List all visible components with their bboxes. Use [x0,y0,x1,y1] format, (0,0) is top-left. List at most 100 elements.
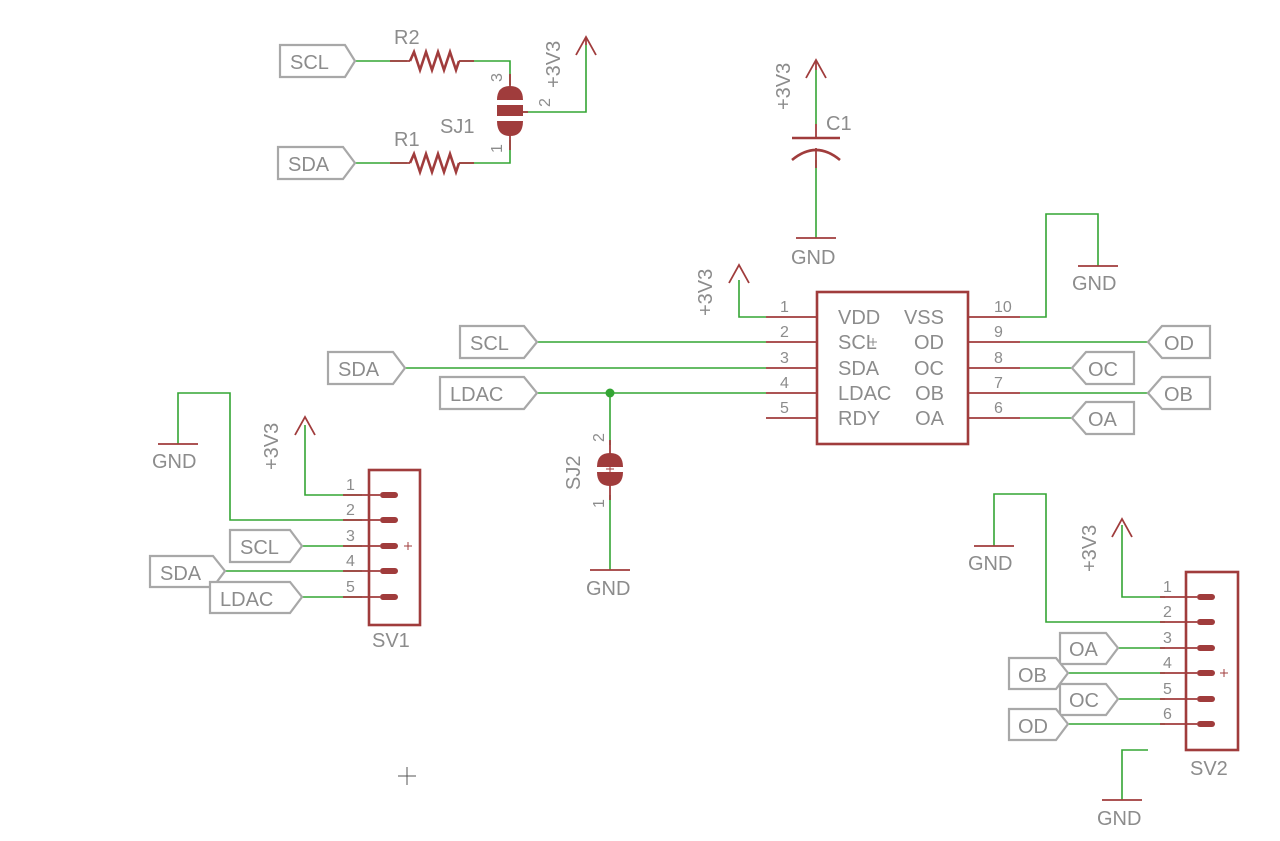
header-sv2[interactable]: 1 2 3 4 5 6 SV2 [1160,570,1240,780]
v33-label: +3V3 [773,63,795,110]
c1-label: C1 [826,113,852,135]
ic-pin-num: 6 [994,400,1003,417]
net-label-oc-sv2[interactable]: OC [1058,682,1120,717]
power-3v3-sj1: +3V3 [543,35,597,88]
ic-pin-num: 1 [780,299,789,316]
net-label-text: LDAC [220,589,273,611]
gnd-label: GND [1072,273,1116,295]
sj2-label: SJ2 [563,456,585,490]
r1-label: R1 [394,129,420,151]
sv1-pin-num: 2 [346,502,355,519]
net-label-sda-sv1[interactable]: SDA [148,554,227,589]
net-label-ldac-ic[interactable]: LDAC [438,375,539,411]
net-label-scl-top[interactable]: SCL [278,43,357,79]
solder-jumper-sj2[interactable]: 2 1 SJ2 [563,433,623,508]
header-sv1[interactable]: 1 2 3 4 5 SV1 [343,468,422,652]
capacitor-c1-group: +3V3 C1 GND [773,58,852,269]
gnd-label: GND [152,451,196,473]
ic-pin-num: 7 [994,375,1003,392]
ground-sv2-top: GND [968,545,1014,575]
ground-c1: GND [791,237,836,269]
gnd-label: GND [968,553,1012,575]
gnd-label: GND [1097,808,1141,830]
gnd-label: GND [586,578,630,600]
net-label-ob-ic[interactable]: OB [1146,375,1212,411]
net-label-text: SDA [288,154,330,176]
net-label-ob-sv2[interactable]: OB [1007,656,1070,691]
net-label-od-ic[interactable]: OD [1146,324,1212,360]
sv2-label: SV2 [1190,758,1228,780]
net-label-text: SDA [338,359,380,381]
ic-pin-name: SCL [838,332,877,354]
v33-label: +3V3 [695,269,717,316]
net-label-text: OD [1018,716,1048,738]
capacitor-c1[interactable]: C1 [791,113,852,168]
power-3v3-ic: +3V3 [695,263,750,316]
net-label-text: SDA [160,563,202,585]
sj1-pin-2: 2 [537,98,554,107]
net-label-oa-sv2[interactable]: OA [1058,631,1120,666]
ground-sv2-bottom: GND [1097,799,1142,830]
ic-dac[interactable]: 1 2 3 4 5 10 9 8 7 6 VDD SCL SDA LDAC RD… [766,290,1020,446]
net-label-text: OC [1069,690,1099,712]
net-label-sda-ic[interactable]: SDA [326,350,407,386]
sv2-pin-num: 5 [1163,681,1172,698]
net-label-text: OD [1164,333,1194,355]
net-label-text: OA [1088,409,1118,431]
sv1-pin-num: 1 [346,477,355,494]
sv2-pin-num: 3 [1163,630,1172,647]
v33-label: +3V3 [543,41,565,88]
ic-pin-name: OB [915,383,944,405]
sj1-group: R2 R1 3 2 1 SJ1 +3V3 [276,27,597,181]
sv1-group: GND +3V3 SCL SDA LDAC [148,392,422,652]
v33-label: +3V3 [261,423,283,470]
ic-pin-num: 8 [994,350,1003,367]
ic-pin-num: 5 [780,400,789,417]
ic-pin-name: SDA [838,358,880,380]
gnd-label: GND [791,247,835,269]
sv1-pin-num: 3 [346,528,355,545]
sv2-pin-num: 6 [1163,706,1172,723]
net-label-ldac-sv1[interactable]: LDAC [208,580,304,615]
ic-pin-num: 2 [780,324,789,341]
sj1-label: SJ1 [440,116,474,138]
sv1-pin-num: 4 [346,553,355,570]
power-3v3-sv1: +3V3 [261,415,316,470]
net-label-text: SCL [470,333,509,355]
net-label-text: OB [1164,384,1193,406]
ground-sj2: GND [586,569,630,600]
ic-pin-name: RDY [838,408,880,430]
sv2-group: GND +3V3 GND OA OB OC OD [968,493,1240,830]
sj1-pin-3: 3 [489,73,506,82]
sv2-pin-num: 2 [1163,604,1172,621]
ic-pin-num: 9 [994,324,1003,341]
net-label-oa-ic[interactable]: OA [1070,400,1136,436]
sj2-pin-1: 1 [591,499,608,508]
ic-pin-name: OD [914,332,944,354]
net-label-sda-top[interactable]: SDA [276,145,357,181]
net-label-scl-sv1[interactable]: SCL [228,528,304,564]
sj2-pin-2: 2 [591,433,608,442]
ic-pin-name: VSS [904,307,944,329]
ic-pin-name: OC [914,358,944,380]
power-3v3-c1: +3V3 [773,58,827,110]
solder-jumper-sj1[interactable]: 3 2 1 SJ1 [440,73,554,153]
v33-label: +3V3 [1079,525,1101,572]
sv2-pin-num: 4 [1163,655,1172,672]
resistor-r1[interactable]: R1 [390,129,474,177]
ground-sv1: GND [152,443,198,473]
net-label-text: SCL [240,537,279,559]
ic-pin-num: 10 [994,299,1012,316]
ground-ic: GND [1072,265,1118,295]
net-label-oc-ic[interactable]: OC [1070,350,1136,386]
r2-label: R2 [394,27,420,49]
net-label-text: OA [1069,639,1099,661]
net-label-scl-ic[interactable]: SCL [458,324,539,360]
resistor-r2[interactable]: R2 [390,27,474,75]
net-label-text: LDAC [450,384,503,406]
ic-pin-name: OA [915,408,945,430]
net-label-od-sv2[interactable]: OD [1007,707,1070,742]
ic-pin-num: 3 [780,350,789,367]
ic-pin-name: VDD [838,307,880,329]
